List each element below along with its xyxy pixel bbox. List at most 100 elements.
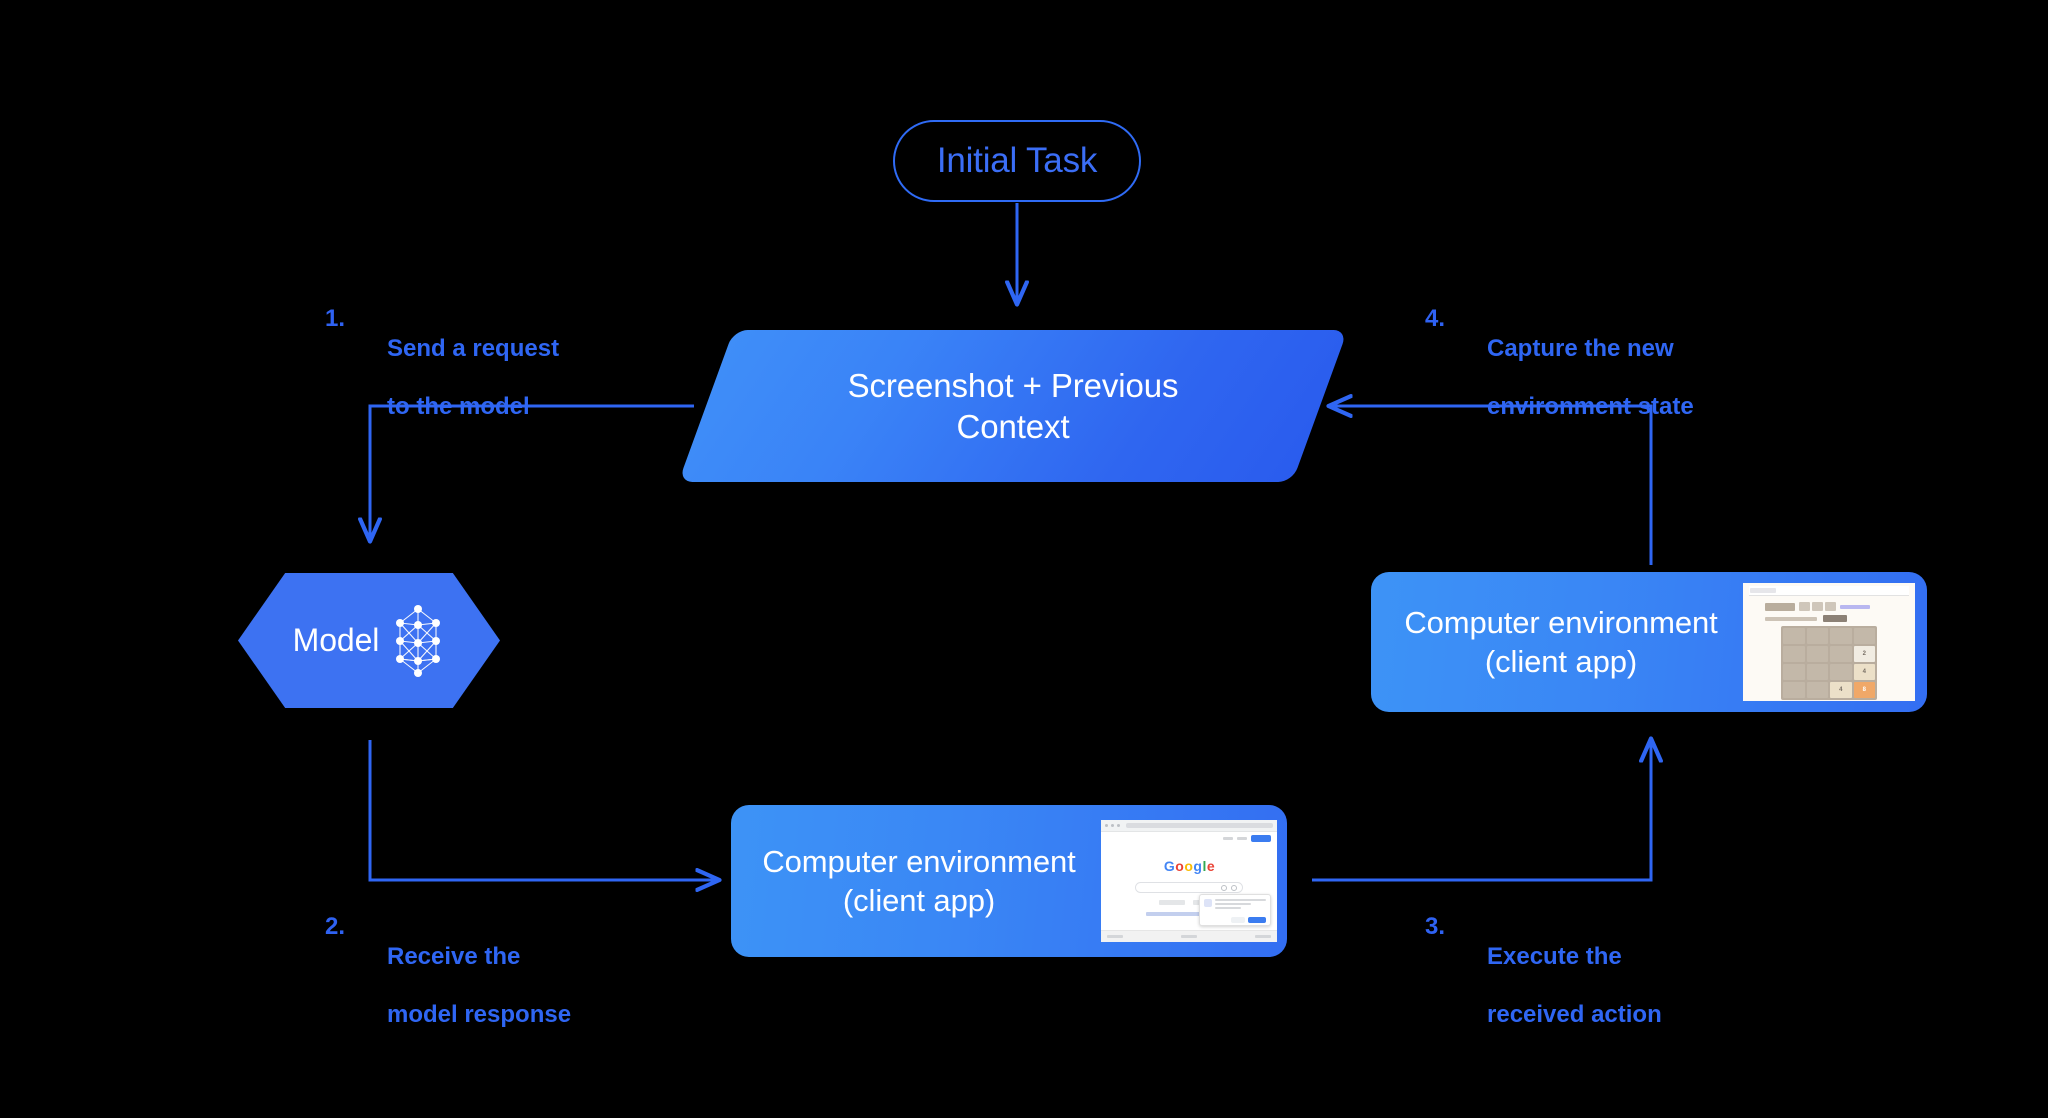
- score-box: [1825, 602, 1836, 611]
- step-3-number: 3.: [1425, 913, 1446, 940]
- sign-in-button: [1251, 834, 1271, 842]
- url-field: [1126, 823, 1273, 828]
- grid-cell: [1783, 628, 1805, 644]
- step-1-text: Send a request to the model: [387, 305, 559, 421]
- neural-network-icon: [396, 604, 441, 677]
- logo-letter-g: G: [1163, 858, 1175, 874]
- popup-confirm-button: [1248, 917, 1266, 923]
- logo-letter-o2: o: [1184, 858, 1193, 874]
- popup-cancel-button: [1231, 917, 1245, 923]
- environment-right-label: Computer environment (client app): [1387, 603, 1735, 681]
- step-1-line2: to the model: [387, 393, 530, 420]
- logo-letter-e: e: [1206, 858, 1215, 874]
- step-2-line2: model response: [387, 1001, 572, 1028]
- popup-icon: [1204, 899, 1212, 907]
- step-3-line2: received action: [1487, 1001, 1662, 1028]
- arrow-environment-to-context: [1330, 406, 1653, 565]
- google-footer: [1101, 930, 1277, 942]
- tile: 4: [1830, 682, 1852, 698]
- score-box: [1799, 602, 1810, 611]
- google-logo: G o o g l e: [1101, 858, 1277, 874]
- environment-bottom-label: Computer environment (client app): [743, 842, 1095, 920]
- context-label-group: Screenshot + Previous Context: [706, 330, 1320, 482]
- arrow-context-to-model: [370, 404, 694, 540]
- language-options: [1146, 912, 1232, 916]
- grid-cell: [1806, 664, 1828, 680]
- logo-letter-o1: o: [1175, 858, 1184, 874]
- google-top-nav: [1101, 832, 1277, 844]
- browser-tab: [1750, 588, 1776, 593]
- tile: 2: [1853, 646, 1875, 662]
- game-title: [1765, 602, 1795, 611]
- game-subheader: [1749, 615, 1909, 622]
- grid-cell: [1806, 628, 1828, 644]
- grid-cell: [1830, 646, 1852, 662]
- new-game-button: [1823, 615, 1847, 622]
- context-label-line1: Screenshot + Previous: [847, 367, 1179, 404]
- popup-content: [1204, 899, 1266, 911]
- thumbnail-2048[interactable]: 2 4 4 8: [1743, 583, 1915, 701]
- node-environment-right[interactable]: Computer environment (client app): [1371, 572, 1927, 712]
- google-search-box: [1135, 882, 1243, 893]
- game-header: [1749, 602, 1909, 611]
- grid-cell: [1806, 646, 1828, 662]
- footer-item: [1107, 935, 1123, 938]
- popup-text: [1215, 899, 1266, 911]
- step-1-number: 1.: [325, 305, 346, 332]
- environment-bottom-line1: Computer environment: [762, 844, 1076, 879]
- thumbnail-google-search[interactable]: G o o g l e: [1101, 820, 1277, 942]
- popup-line: [1215, 899, 1266, 901]
- tile: 8: [1853, 682, 1875, 698]
- voice-search-icon: [1221, 884, 1227, 891]
- initial-task-label: Initial Task: [936, 141, 1098, 180]
- arrow-model-to-environment: [368, 740, 718, 880]
- step-label-2: 2. Receive the model response: [325, 913, 571, 1029]
- browser-chrome-bar: [1749, 586, 1909, 596]
- node-model[interactable]: Model: [238, 573, 500, 708]
- node-initial-task[interactable]: Initial Task: [893, 120, 1141, 202]
- grid-cell: [1783, 646, 1805, 662]
- popup-line: [1215, 907, 1241, 909]
- score-box: [1812, 602, 1823, 611]
- google-search-button: [1159, 900, 1185, 905]
- forward-icon: [1111, 824, 1114, 827]
- game-2048-grid: 2 4 4 8: [1781, 626, 1877, 700]
- environment-right-line2: (client app): [1484, 644, 1638, 679]
- popup-line: [1215, 903, 1251, 905]
- nav-gmail: [1223, 836, 1233, 840]
- step-label-4: 4. Capture the new environment state: [1425, 305, 1694, 421]
- header-link: [1840, 604, 1870, 609]
- step-2-line1: Receive the: [387, 943, 521, 970]
- browser-address-bar: [1101, 820, 1277, 832]
- step-label-1: 1. Send a request to the model: [325, 305, 559, 421]
- context-label-line2: Context: [956, 408, 1070, 445]
- node-environment-bottom[interactable]: Computer environment (client app) G: [731, 805, 1287, 957]
- popup-buttons: [1204, 917, 1266, 923]
- model-content: Model: [238, 573, 500, 708]
- step-1-line1: Send a request: [387, 335, 560, 362]
- environment-bottom-line2: (client app): [842, 883, 996, 918]
- logo-letter-g2: g: [1193, 858, 1202, 874]
- game-instructions: [1765, 616, 1817, 621]
- step-4-line1: Capture the new: [1487, 335, 1674, 362]
- step-4-text: Capture the new environment state: [1487, 305, 1694, 421]
- step-label-3: 3. Execute the received action: [1425, 913, 1662, 1029]
- grid-cell: [1806, 682, 1828, 698]
- step-4-line2: environment state: [1487, 393, 1694, 420]
- grid-cell: [1783, 664, 1805, 680]
- model-label: Model: [292, 622, 380, 658]
- grid-cell: [1783, 682, 1805, 698]
- tile: 4: [1853, 664, 1875, 680]
- camera-search-icon: [1231, 884, 1237, 891]
- logo-letter-l: l: [1202, 858, 1206, 874]
- step-2-text: Receive the model response: [387, 913, 571, 1029]
- step-3-line1: Execute the: [1487, 943, 1622, 970]
- footer-item: [1255, 935, 1271, 938]
- environment-right-line1: Computer environment: [1404, 605, 1718, 640]
- back-icon: [1105, 824, 1108, 827]
- step-3-text: Execute the received action: [1487, 913, 1662, 1029]
- footer-item: [1181, 935, 1197, 938]
- node-context[interactable]: Screenshot + Previous Context: [678, 330, 1348, 482]
- model-shape: [238, 573, 500, 708]
